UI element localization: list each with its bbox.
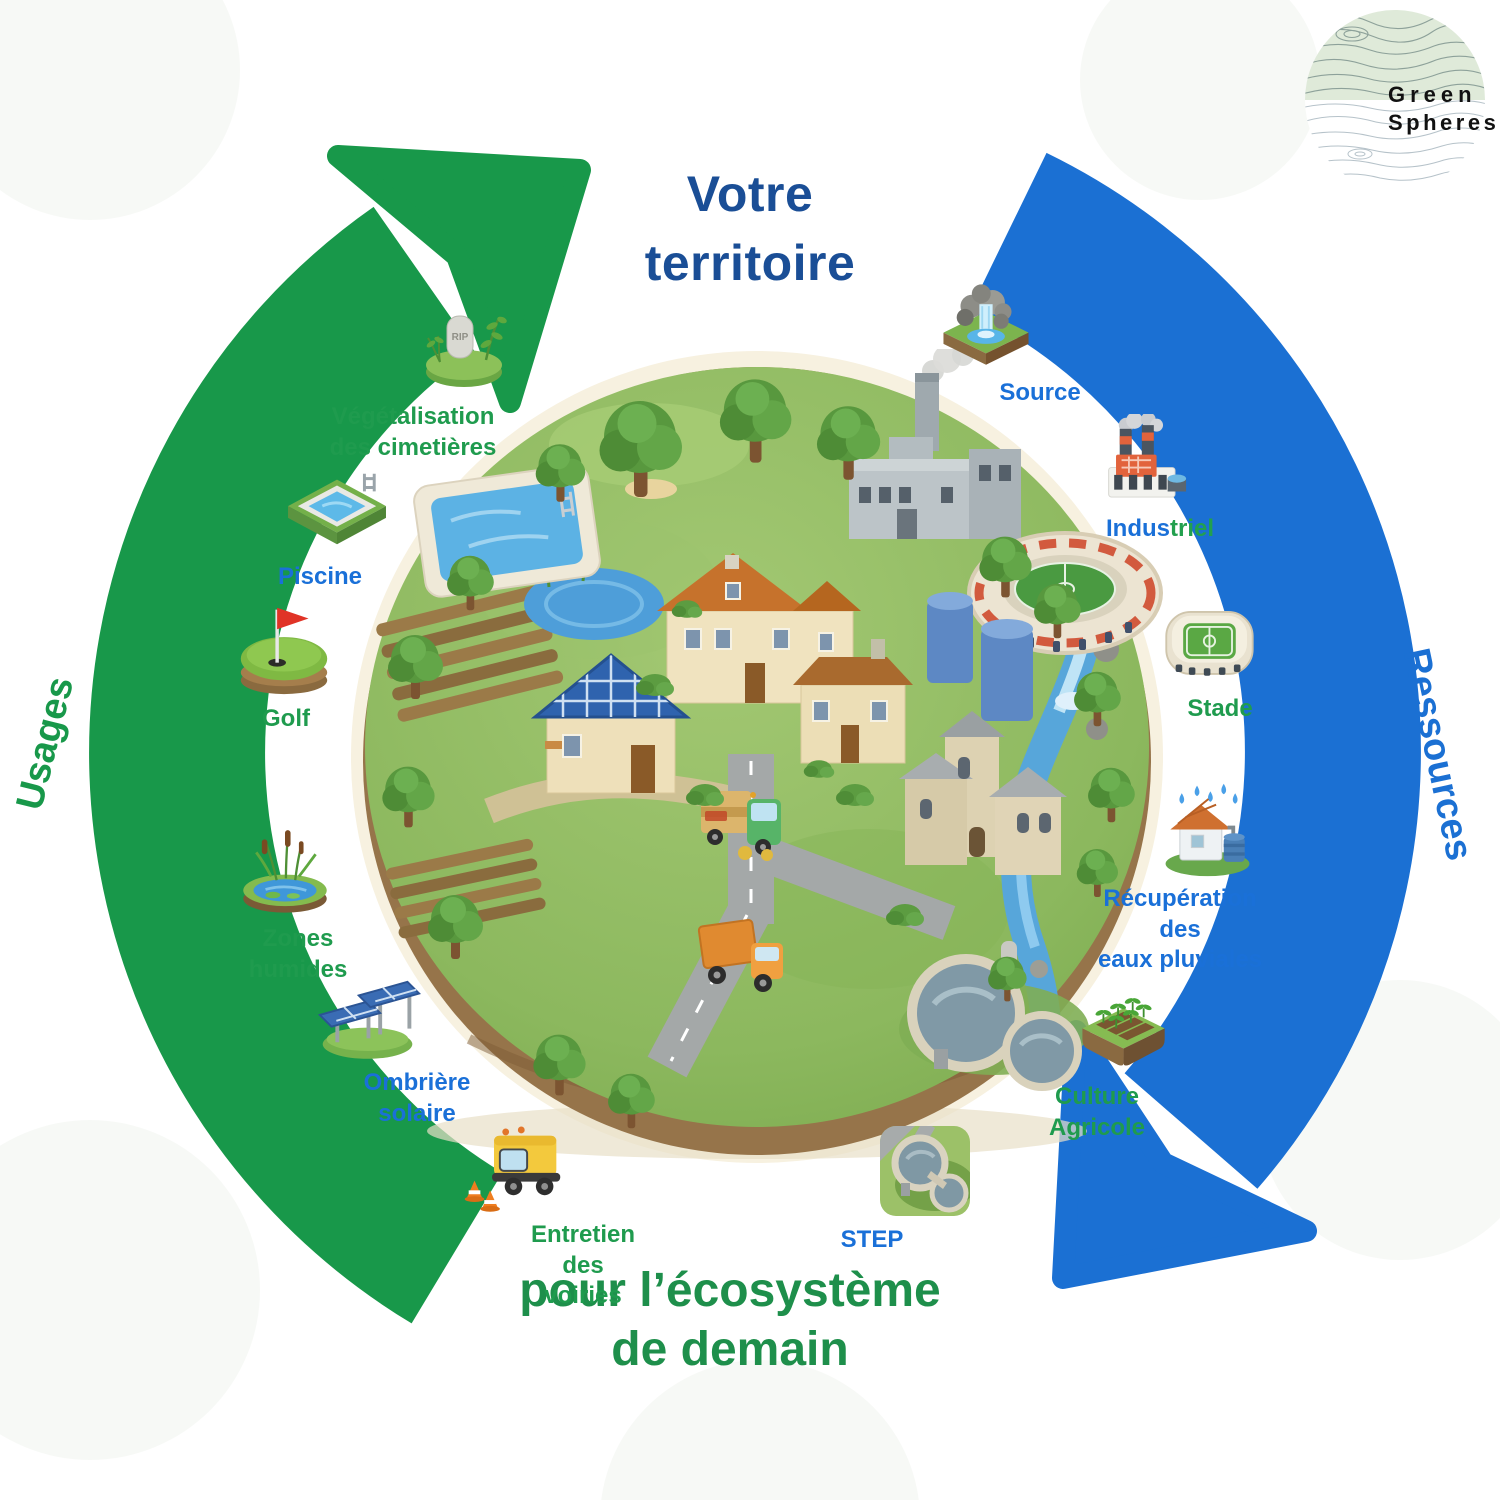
wastewater-plant-icon [875, 1121, 975, 1221]
gravestone-icon: RIP [414, 298, 514, 398]
item-label: Industriel [1105, 515, 1214, 542]
item-label: Source [999, 379, 1081, 406]
crop-field-icon [1076, 986, 1172, 1078]
item-label: Ombrière solaire [363, 1069, 471, 1127]
subtitle-line-2: de demain [611, 1322, 849, 1376]
title-line-1: Votre [686, 166, 814, 222]
item-label: STEP [840, 1226, 904, 1253]
ressources-arrow-head [1052, 1020, 1317, 1289]
item-label: Stade [1187, 695, 1253, 722]
street-sweeper [701, 791, 781, 861]
page-title: Votre territoire [520, 160, 980, 298]
road-sweeper-icon [457, 1116, 569, 1216]
spring-waterfall-icon [934, 276, 1038, 374]
house-solar [530, 653, 692, 794]
stone-buildings [899, 711, 1067, 875]
background-blob [0, 1120, 260, 1460]
usages-item-vegetalisation-cimetieres: RIP Végétalisation des cimetières [318, 298, 508, 463]
territory-illustration [349, 344, 1165, 1165]
brand-name-line2: Spheres [1388, 110, 1499, 135]
usages-arrow-head [327, 145, 591, 413]
ressources-item-step: STEP [815, 1121, 985, 1256]
usages-item-piscine: Piscine [245, 462, 395, 593]
ressources-item-source: Source [920, 276, 1130, 409]
treatment-basins [899, 941, 1089, 1091]
subtitle-line-1: pour l’écosystème [519, 1264, 941, 1317]
title-line-2: territoire [644, 235, 856, 291]
rainwater-harvest-icon [1153, 778, 1263, 880]
usages-item-zones-humides: Zones humides [212, 820, 384, 985]
item-label: Entretien des voiries [530, 1221, 635, 1310]
town-factory [849, 344, 1021, 539]
page-subtitle: pour l’écosystème de demain [400, 1262, 1060, 1379]
ressources-item-industriel: Industriel [1055, 414, 1265, 545]
ressources-arrow-arc [968, 152, 1421, 1189]
wetland-pond-icon [234, 820, 336, 920]
item-label: Récupération des eaux pluviales [1097, 885, 1263, 974]
stadium-icon [1155, 594, 1263, 690]
ressources-item-culture-agricole: Culture Agricole [1020, 986, 1220, 1143]
item-label: Zones humides [248, 925, 348, 983]
house-main [657, 553, 861, 704]
brand-logo: Green Spheres [1300, 4, 1500, 196]
pool-icon [283, 462, 391, 558]
item-label: Golf [262, 705, 310, 732]
golf-flag-icon [230, 590, 338, 700]
usages-arrow-arc [89, 206, 503, 1324]
item-label: Culture Agricole [1048, 1083, 1146, 1141]
territory-svg [351, 344, 1163, 1163]
water-tanks [927, 592, 1033, 721]
item-label: Végétalisation des cimetières [329, 403, 497, 461]
background-blob [1080, 0, 1320, 200]
usages-item-entretien-voiries: Entretien des voiries [425, 1116, 645, 1312]
solar-canopy-icon [312, 964, 424, 1064]
factory-icon [1081, 414, 1187, 510]
ressources-item-recuperation-eaux: Récupération des eaux pluviales [1095, 778, 1315, 976]
svg-text:RIP: RIP [452, 332, 469, 343]
brand-name-line1: Green [1388, 82, 1477, 107]
house-row [793, 639, 913, 764]
ressources-item-stade: Stade [1125, 594, 1315, 725]
dump-truck [697, 918, 783, 992]
usages-item-golf: Golf [210, 590, 362, 735]
usages-item-ombriere-solaire: Ombrière solaire [312, 964, 522, 1129]
item-label: Piscine [277, 563, 363, 590]
